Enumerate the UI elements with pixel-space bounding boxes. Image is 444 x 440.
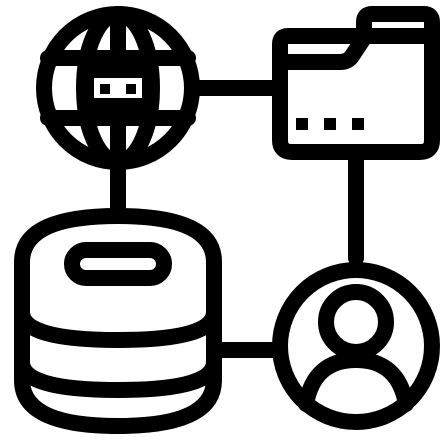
folder-icon	[272, 6, 440, 160]
globe-dot	[126, 84, 136, 94]
globe-dot	[100, 84, 110, 94]
user-icon	[272, 262, 440, 430]
folder-dot	[296, 118, 308, 130]
folder-tab-dot	[382, 34, 392, 44]
folder-tab-dot	[408, 34, 418, 44]
database-icon	[14, 208, 222, 434]
globe-icon	[36, 6, 200, 170]
folder-dot	[324, 118, 336, 130]
folder-dot	[352, 118, 364, 130]
